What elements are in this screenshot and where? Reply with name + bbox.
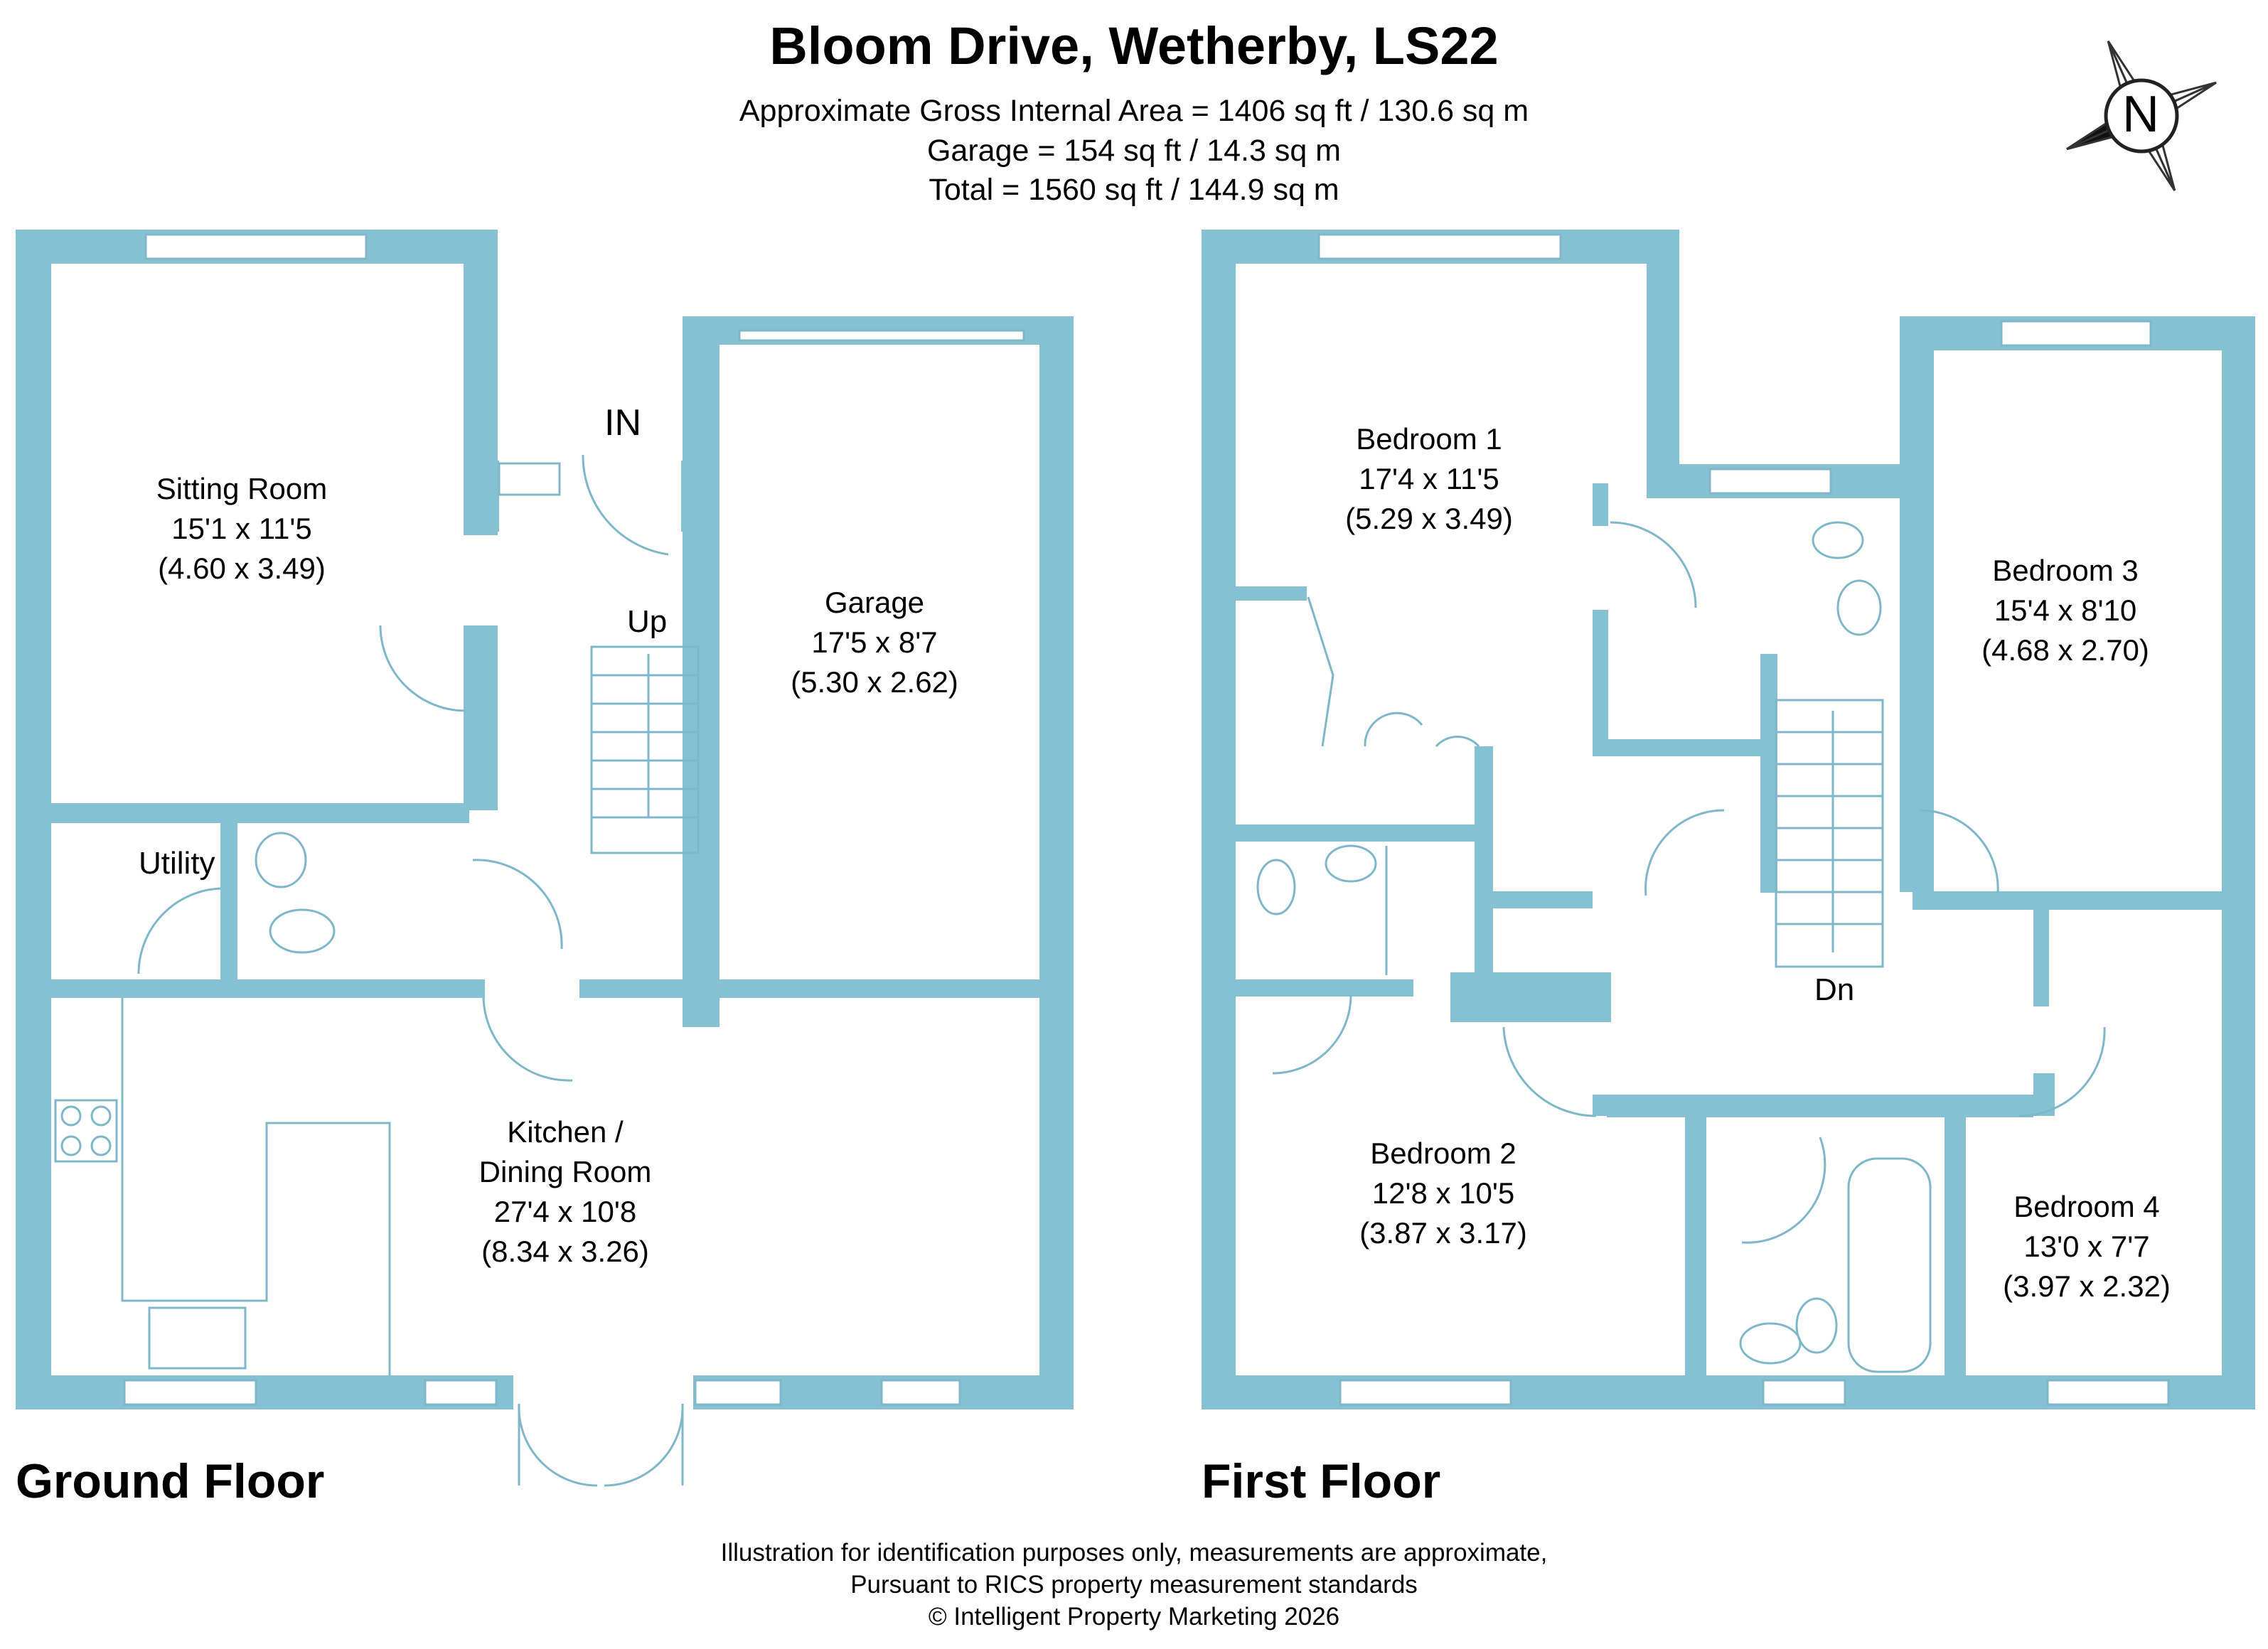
utility-label: Utility: [139, 846, 215, 881]
ground-floor-windows: [123, 233, 1025, 1406]
copyright-line: © Intelligent Property Marketing 2026: [928, 1603, 1340, 1631]
compass-north-label: N: [2122, 86, 2159, 143]
first-floor-fixtures: [1256, 521, 2106, 1373]
plan-title: Bloom Drive, Wetherby, LS22: [769, 16, 1499, 75]
entrance-label: IN: [604, 402, 641, 444]
first-floor-windows: [1317, 233, 2170, 1406]
disclaimer-line-2: Pursuant to RICS property measurement st…: [850, 1571, 1418, 1599]
stairs-down-label: Dn: [1814, 972, 1855, 1007]
ground-floor-fixtures: [54, 454, 700, 1487]
ground-floor-title: Ground Floor: [16, 1454, 325, 1508]
stairs-up-label: Up: [627, 604, 668, 639]
garage-area-text: Garage = 154 sq ft / 14.3 sq m: [926, 134, 1342, 168]
gross-area-text: Approximate Gross Internal Area = 1406 s…: [739, 94, 1529, 128]
first-floor-title: First Floor: [1202, 1454, 1441, 1508]
total-area-text: Total = 1560 sq ft / 144.9 sq m: [929, 173, 1339, 207]
disclaimer-line-1: Illustration for identification purposes…: [720, 1539, 1548, 1567]
ground-floor-walls: [16, 230, 1074, 1409]
